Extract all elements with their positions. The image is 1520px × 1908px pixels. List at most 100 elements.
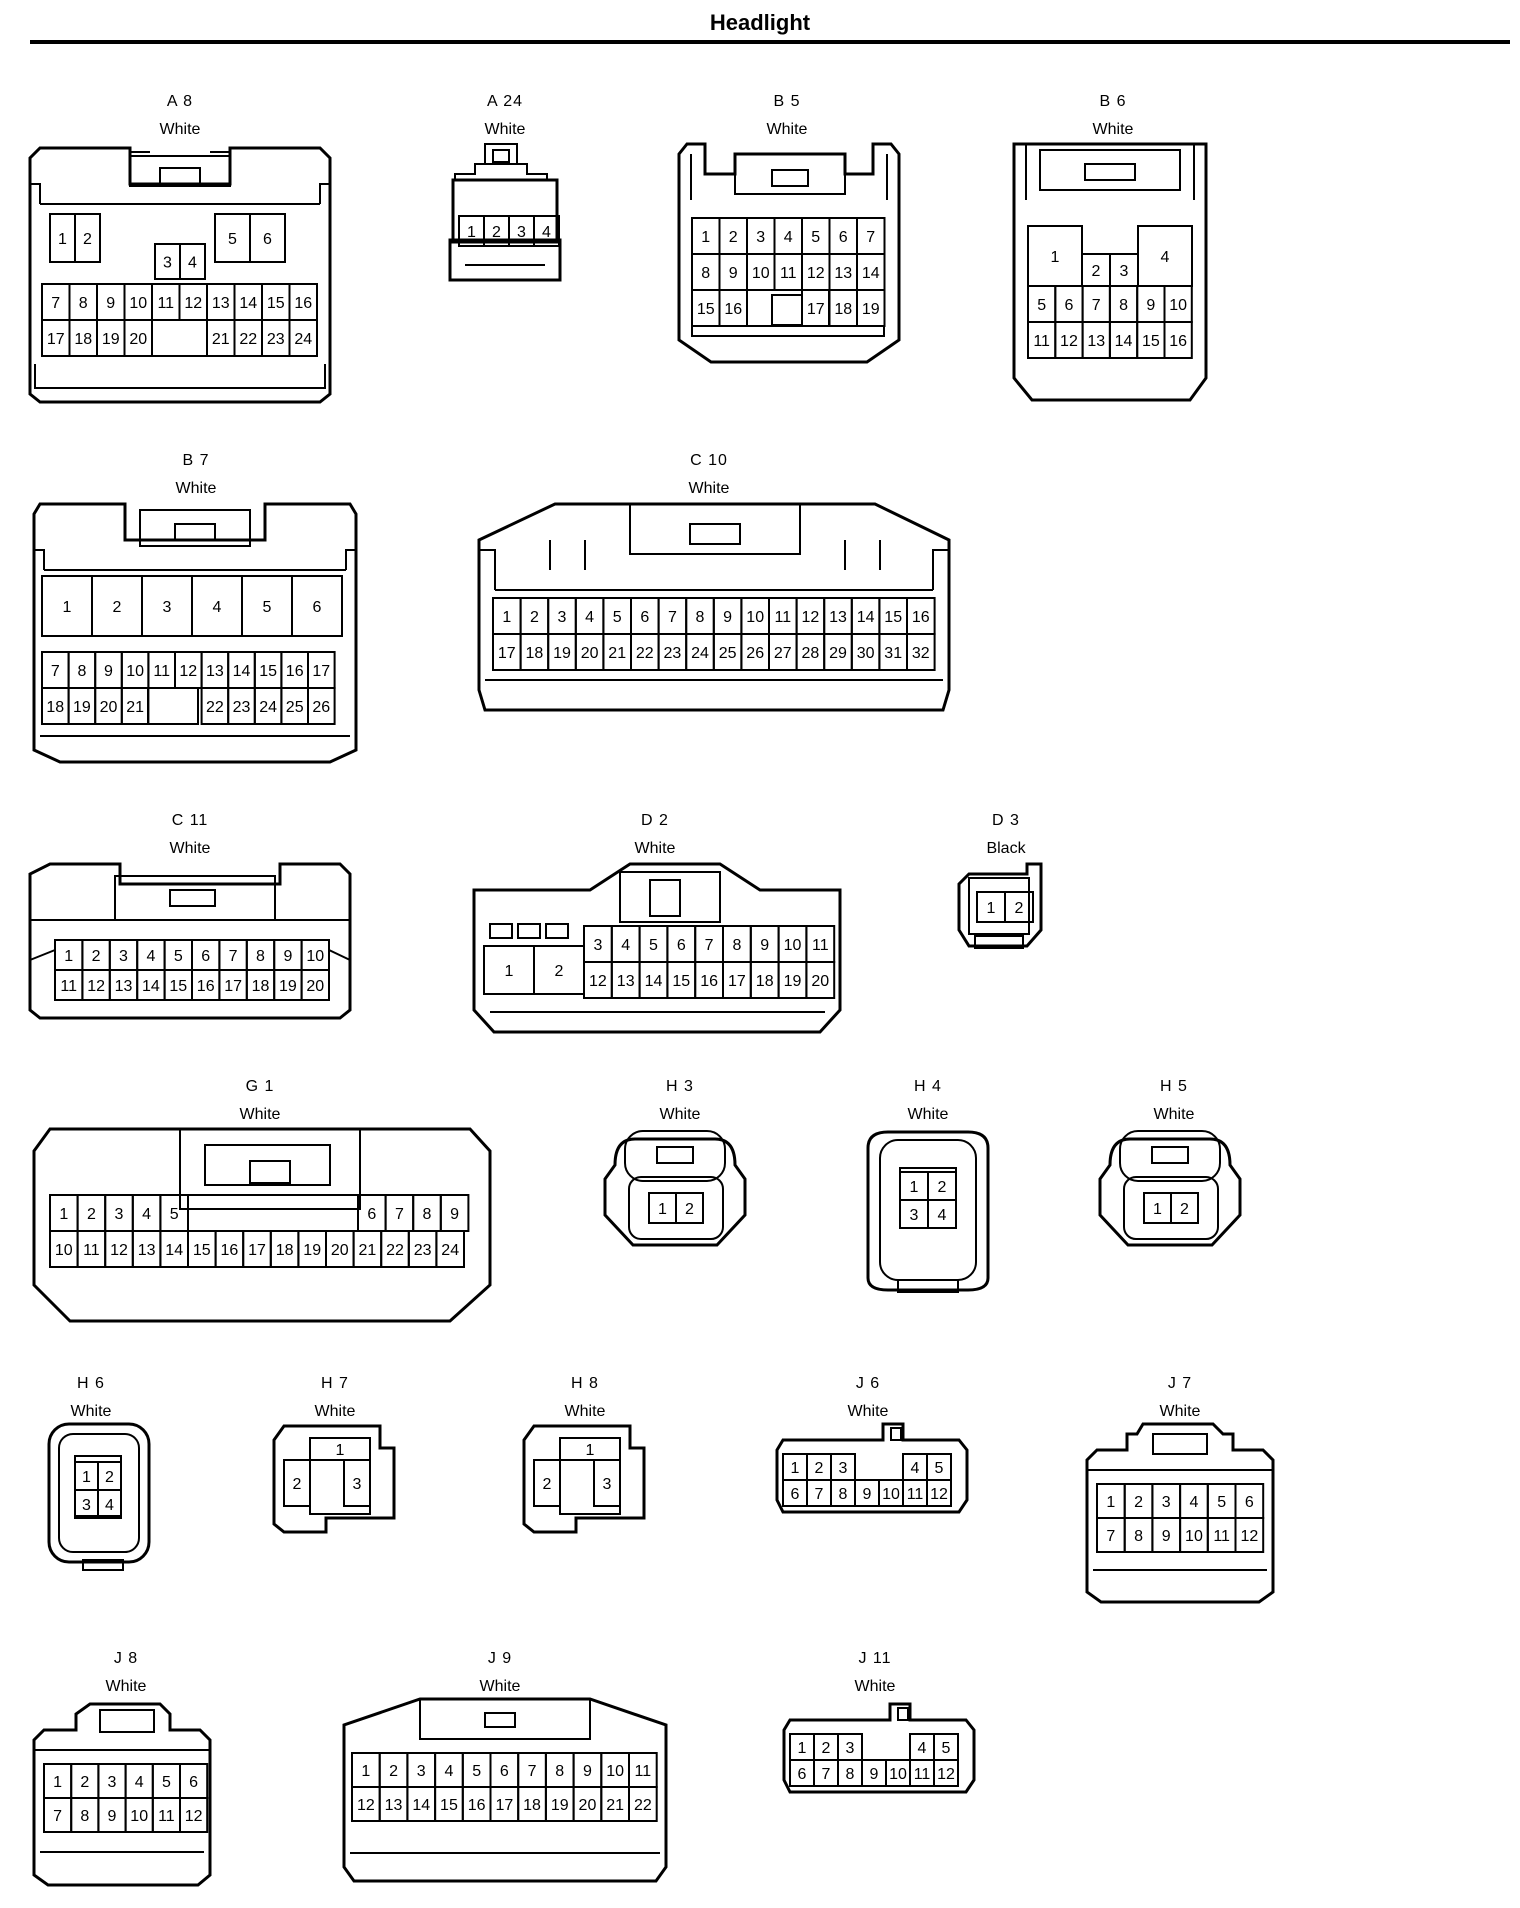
pin-cell: 2 [91, 575, 143, 637]
pin-cell: 4 [610, 925, 641, 963]
pin-number: 16 [700, 973, 718, 990]
pin-cell: 10 [777, 925, 808, 963]
pin-number: 18 [834, 301, 852, 318]
connector-color: White [659, 1106, 701, 1123]
pin-cell: 17 [489, 1786, 520, 1822]
pin-cell: 6 [1234, 1483, 1265, 1519]
pin-cell: 20 [325, 1230, 355, 1268]
pin-cell: 11 [54, 969, 84, 1001]
pin-cell: 11 [773, 253, 803, 291]
pin-number: 7 [1106, 1528, 1115, 1545]
connector-code: H 6 [77, 1375, 105, 1392]
pin-number: 23 [267, 331, 285, 348]
pin-number: 1 [64, 948, 73, 965]
pin-cell: 7 [517, 1752, 547, 1788]
pin-cell: 7 [218, 939, 248, 971]
connector-code: B 7 [182, 452, 210, 469]
pin-cell: 12 [179, 1797, 209, 1833]
pin-cell: 3 [746, 217, 776, 255]
pin-number: 23 [414, 1242, 432, 1259]
pin-cell: 6 [782, 1479, 808, 1507]
pin-cell: 5 [1206, 1483, 1237, 1519]
pin-number: 9 [583, 1763, 592, 1780]
pin-number: 4 [542, 224, 551, 241]
pin-cell: 17 [492, 633, 522, 671]
pin-cell: 14 [1108, 321, 1139, 359]
pin-cell: 14 [136, 969, 166, 1001]
pin-number: 18 [276, 1242, 294, 1259]
pin-number: 25 [286, 699, 304, 716]
connector-code: C 11 [171, 812, 209, 829]
pin-number: 17 [248, 1242, 266, 1259]
connector-color: White [907, 1106, 949, 1123]
pin-number: 5 [1037, 297, 1046, 314]
pin-cell: 8 [70, 1797, 100, 1833]
connector-code: H 5 [1160, 1078, 1188, 1095]
pin-cell: 7 [1081, 285, 1111, 323]
pin-number: 3 [353, 1476, 362, 1493]
pin-number: 9 [283, 948, 292, 965]
pin-cell: 10 [120, 651, 150, 689]
pin-cell: 19 [273, 969, 303, 1001]
pin-number: 10 [55, 1242, 73, 1259]
pin-number: 12 [807, 265, 825, 282]
connector-color: White [766, 121, 808, 138]
pin-cell: 19 [96, 319, 126, 357]
pin-cell: 17 [218, 969, 248, 1001]
pin-number: 21 [606, 1797, 624, 1814]
pin-number: 2 [1092, 263, 1101, 280]
pin-number: 5 [935, 1460, 944, 1477]
pin-number: 2 [555, 963, 564, 980]
pin-cell: 13 [131, 1230, 162, 1268]
pin-cell: 2 [927, 1171, 957, 1201]
pin-cell: 4 [124, 1763, 154, 1799]
pin-cell: 12 [801, 253, 831, 291]
connector-color: Black [986, 840, 1026, 857]
pin-cell: 9 [572, 1752, 603, 1788]
pin-number: 12 [930, 1486, 948, 1503]
pin-cell: 13 [206, 283, 236, 321]
pin-number: 10 [882, 1486, 900, 1503]
pin-number: 5 [162, 1774, 171, 1791]
pin-cell: 7 [41, 283, 71, 321]
pin-number: 7 [53, 1808, 62, 1825]
pin-cell: 5 [151, 1763, 182, 1799]
pin-number: 12 [179, 663, 197, 680]
pin-number: 17 [728, 973, 746, 990]
pin-cell: 17 [41, 319, 71, 357]
pin-number: 10 [889, 1766, 907, 1783]
pin-number: 7 [822, 1766, 831, 1783]
pin-number: 24 [259, 699, 277, 716]
pin-number: 11 [157, 295, 174, 312]
pin-number: 5 [170, 1206, 179, 1223]
pin-number: 3 [558, 609, 567, 626]
pin-number: 12 [184, 295, 202, 312]
pin-number: 1 [798, 1740, 807, 1757]
pin-cell: 3 [108, 939, 139, 971]
pin-cell: 10 [300, 939, 331, 971]
pin-number: 6 [640, 609, 649, 626]
pin-cell: 12 [104, 1230, 134, 1268]
pin-cell: 20 [94, 687, 123, 725]
pin-number: 3 [163, 599, 172, 616]
pin-number: 6 [201, 948, 210, 965]
pin-cell: 6 [789, 1759, 815, 1787]
pin-cell: 8 [722, 925, 752, 963]
pin-cell: 2 [81, 939, 111, 971]
pin-cell: 8 [685, 597, 715, 635]
pin-cell: 22 [630, 633, 660, 671]
pin-number: 14 [645, 973, 663, 990]
pin-number: 16 [468, 1797, 486, 1814]
pin-number: 2 [1015, 900, 1024, 917]
pin-cell: 22 [200, 687, 230, 725]
pin-number: 2 [1180, 1201, 1189, 1218]
pin-cell: 9 [1151, 1517, 1182, 1553]
pin-number: 4 [105, 1497, 114, 1514]
pin-number: 16 [724, 301, 742, 318]
